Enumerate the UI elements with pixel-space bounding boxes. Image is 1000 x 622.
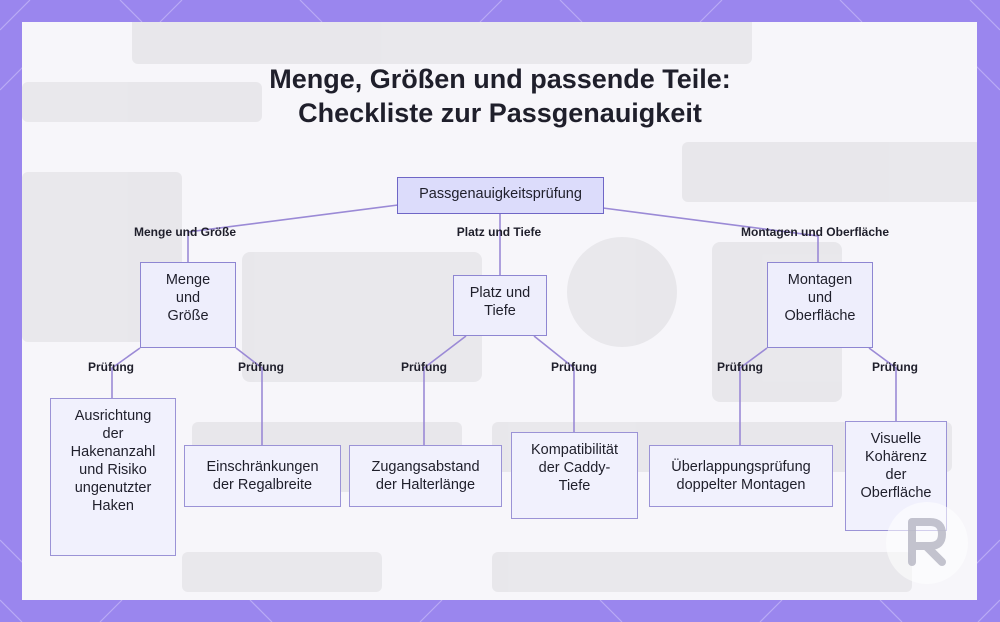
title-line-1: Menge, Größen und passende Teile:: [269, 64, 731, 94]
node-label: Platz und Tiefe: [469, 285, 531, 319]
edge-platz-caddy: [533, 335, 575, 432]
edge-menge-ausrichtung: [111, 347, 141, 398]
edge-root-menge: [187, 204, 399, 262]
edge-label-menge-und-groesse: Menge und Größe: [134, 225, 236, 239]
edge-root-montagen: [602, 207, 819, 262]
title-line-2: Checkliste zur Passgenauigkeit: [298, 98, 702, 128]
node-label: Ausrichtung der Hakenanzahl und Risiko u…: [70, 408, 156, 514]
node-kompatibilitaet-caddy-tiefe: Kompatibilität der Caddy- Tiefe: [511, 432, 638, 519]
node-label: Passgenauigkeitsprüfung: [419, 185, 582, 202]
node-label: Menge und Größe: [165, 272, 211, 324]
edge-label-pruefung-ueberlappung: Prüfung: [717, 360, 763, 374]
node-label: Einschränkungen der Regalbreite: [206, 459, 319, 493]
node-platz-und-tiefe: Platz und Tiefe: [453, 275, 547, 336]
node-passgenauigkeitspruefung: Passgenauigkeitsprüfung: [397, 177, 604, 214]
edge-label-pruefung-ausrichtung: Prüfung: [88, 360, 134, 374]
edge-label-montagen-und-oberflaeche: Montagen und Oberfläche: [740, 225, 890, 239]
logo-icon: [908, 518, 947, 566]
node-label: Montagen und Oberfläche: [784, 272, 856, 324]
node-einschraenkungen-regalbreite: Einschränkungen der Regalbreite: [184, 445, 341, 507]
node-label: Visuelle Kohärenz der Oberfläche: [860, 431, 932, 501]
edge-menge-regal: [235, 347, 263, 445]
edge-montagen-ueberlappung: [739, 347, 768, 445]
node-zugangsabstand-halterlaenge: Zugangsabstand der Halterlänge: [349, 445, 502, 507]
edge-label-pruefung-regal: Prüfung: [238, 360, 284, 374]
edge-label-pruefung-visuell: Prüfung: [872, 360, 918, 374]
edge-montagen-visuell: [868, 347, 897, 421]
edge-label-platz-und-tiefe: Platz und Tiefe: [456, 225, 542, 239]
node-label: Zugangsabstand der Halterlänge: [371, 459, 480, 493]
edge-platz-zugang: [423, 335, 467, 445]
node-ueberlappungspruefung: Überlappungsprüfung doppelter Montagen: [649, 445, 833, 507]
node-label: Überlappungsprüfung doppelter Montagen: [671, 459, 811, 493]
edge-label-pruefung-zugang: Prüfung: [401, 360, 447, 374]
edge-label-pruefung-caddy: Prüfung: [551, 360, 597, 374]
node-label: Kompatibilität der Caddy- Tiefe: [530, 442, 619, 494]
node-montagen-und-oberflaeche: Montagen und Oberfläche: [767, 262, 873, 348]
diagram-title: Menge, Größen und passende Teile: Checkl…: [0, 62, 1000, 130]
brand-logo-watermark: [886, 502, 968, 584]
node-ausrichtung-hakenanzahl: Ausrichtung der Hakenanzahl und Risiko u…: [50, 398, 176, 556]
node-menge-und-groesse: Menge und Größe: [140, 262, 236, 348]
